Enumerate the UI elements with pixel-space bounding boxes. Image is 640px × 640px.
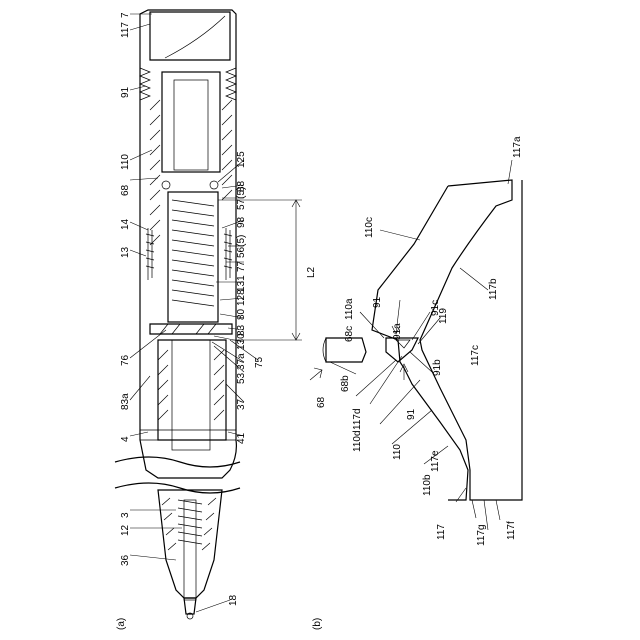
notch-91	[386, 338, 418, 362]
dimension-label-l2: L2	[306, 266, 317, 278]
hatch-right	[222, 100, 232, 200]
part-label: 80	[236, 308, 247, 320]
part-label: 91	[120, 86, 131, 98]
part-label: 77	[236, 260, 247, 272]
part-label: 128	[236, 289, 247, 306]
part-label: 125	[236, 151, 247, 168]
thread-91	[140, 68, 236, 100]
part-label: 91	[372, 296, 383, 308]
part-label: 98	[236, 216, 247, 228]
part-label: 53	[236, 372, 247, 384]
part-label: 76	[120, 354, 131, 366]
lower-hatch	[158, 350, 224, 420]
part-label: 130	[236, 333, 247, 350]
panel-a-labels: 117791110681258857(5)14981356(5)77131128…	[120, 12, 265, 606]
spring-coils	[172, 200, 214, 306]
part-label: 110c	[364, 217, 375, 238]
part-label: 117	[120, 22, 131, 38]
part-label: 75	[254, 356, 265, 368]
side-spring-13	[146, 228, 154, 280]
part-label: 12	[120, 524, 131, 536]
part-label: 117	[436, 524, 447, 540]
pen-point-18	[184, 598, 196, 614]
part-label: 91b	[432, 359, 443, 376]
part-label: 117c	[470, 345, 481, 366]
cap-7	[150, 12, 230, 60]
lower-body	[158, 340, 226, 440]
part-label: 56(5)	[236, 235, 247, 258]
part-label: 91	[406, 408, 417, 420]
panel-a-caption: (a)	[116, 618, 127, 630]
part-label: 117g	[476, 524, 487, 546]
part-label: 110b	[422, 474, 433, 496]
part-label: 68b	[340, 375, 351, 392]
tip-hatch	[162, 498, 216, 550]
plate-hatch	[160, 324, 216, 334]
ring-4-41	[140, 430, 236, 440]
part-label: 41	[236, 432, 247, 444]
part-label: 110	[392, 444, 403, 460]
part-label: 110a	[344, 298, 355, 320]
o-ring-125	[210, 181, 218, 189]
refill-spring-3	[178, 500, 202, 544]
part-label: 57(5)	[236, 187, 247, 210]
part-label: 110d	[352, 430, 363, 452]
tip-cone	[158, 490, 222, 598]
part-label: 117e	[430, 450, 441, 472]
part-label: 110	[120, 154, 131, 170]
inner-block	[162, 72, 220, 172]
inner-tube	[172, 340, 210, 450]
panel-b-drawing	[310, 160, 522, 530]
o-ring-left	[162, 181, 170, 189]
part-label: 37a	[236, 353, 247, 370]
panel-b-labels: 117a110c117b110a9191c68c91a119117c91b68b…	[316, 136, 523, 546]
part-label: 3	[120, 512, 131, 518]
panel-b-caption: (b)	[312, 618, 323, 630]
part-label: 68	[316, 396, 327, 408]
part-label: 14	[120, 218, 131, 230]
part-label: 91a	[392, 323, 403, 340]
part-label: 68	[120, 184, 131, 196]
part-label: 119	[438, 308, 449, 324]
part-label: 117f	[506, 521, 517, 540]
part-label: 37	[236, 398, 247, 410]
panel-a-drawing	[115, 10, 302, 619]
break-line-1	[115, 457, 240, 467]
part-label: 117a	[512, 136, 523, 158]
part-label: 7	[120, 12, 131, 18]
part-label: 36	[120, 554, 131, 566]
part-label: 117d	[352, 408, 363, 430]
side-part-56	[224, 228, 232, 280]
inner-core	[174, 80, 208, 170]
spring-housing	[168, 192, 218, 322]
refill-12	[184, 500, 196, 600]
cap-curve	[165, 16, 225, 58]
hatch-left	[150, 100, 160, 245]
part-label: 13	[120, 246, 131, 258]
part-label: 68c	[344, 326, 355, 342]
part-label: 4	[120, 436, 131, 442]
part-label: 117b	[488, 278, 499, 300]
part-label: 83a	[120, 393, 131, 410]
part-label: 18	[228, 594, 239, 606]
arrow-68	[310, 370, 322, 380]
